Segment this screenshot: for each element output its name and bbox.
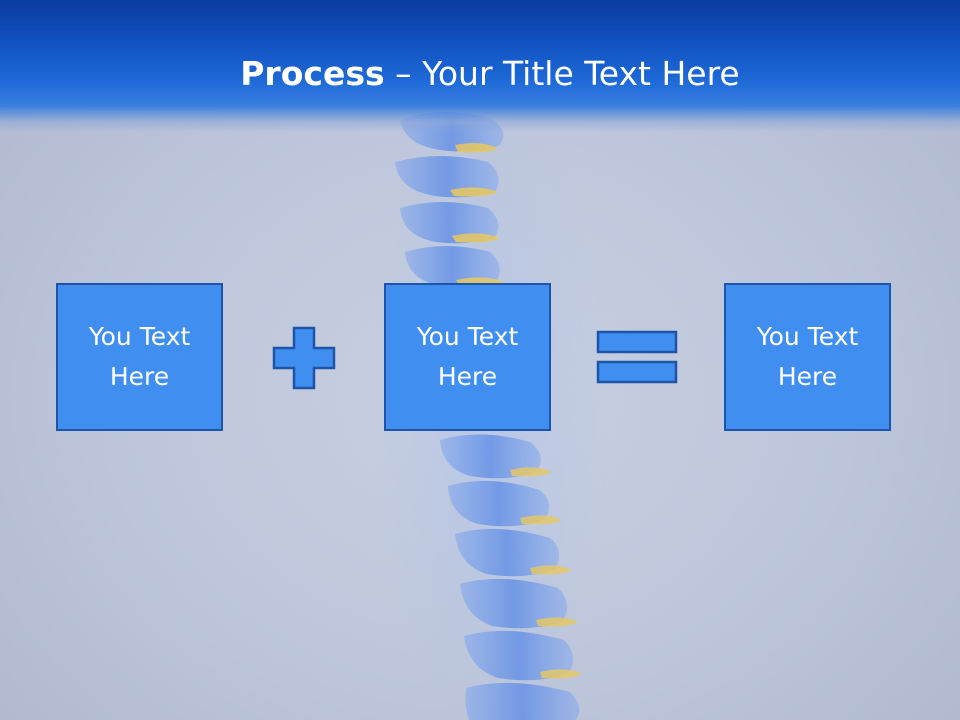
plus-icon: [272, 326, 336, 390]
title-rest: – Your Title Text Here: [384, 54, 740, 93]
process-box-1-text: You Text Here: [88, 322, 191, 391]
process-box-3-text: You Text Here: [756, 322, 859, 391]
process-box-3[interactable]: You Text Here: [724, 283, 891, 431]
slide-title: Process – Your Title Text Here: [0, 52, 960, 96]
process-box-2[interactable]: You Text Here: [384, 283, 551, 431]
equals-icon: [596, 330, 678, 384]
process-box-2-text: You Text Here: [416, 322, 519, 391]
title-bold: Process: [240, 54, 385, 93]
process-box-1[interactable]: You Text Here: [56, 283, 223, 431]
header-band: [0, 0, 960, 132]
